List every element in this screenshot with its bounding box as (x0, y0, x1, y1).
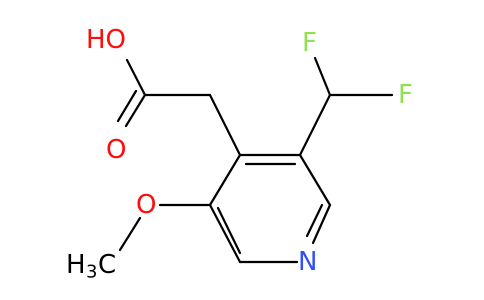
bond-c3-chf2 (298, 93, 332, 157)
ring-nitrogen-label: N (298, 247, 317, 277)
bond-c4-ch2 (208, 93, 242, 157)
fluorine-upper-label: F (302, 28, 317, 58)
methyl-subscript-label: 3 (86, 262, 97, 283)
bond-cooh-o-double-b (116, 89, 138, 123)
bond-c6-c5-inner (216, 206, 242, 255)
bond-cooh-o-double-a (124, 93, 147, 128)
fluorine-right-label: F (398, 80, 413, 110)
bond-c5-c4 (208, 153, 242, 207)
hydroxyl-label: HO (86, 25, 126, 55)
carbonyl-oxygen-label: O (106, 135, 126, 165)
methyl-h-label: H (66, 250, 86, 280)
bond-c2-n-inner (305, 203, 324, 238)
bond-c3-c2 (298, 153, 332, 207)
bond-o-methyl (118, 216, 142, 252)
bond-chf2-f-upper (313, 56, 332, 97)
methyl-c-label: C (98, 250, 116, 280)
bond-cooh-oh (125, 58, 147, 97)
bond-c2-n (311, 203, 332, 245)
bond-c6-c5 (208, 203, 242, 264)
methoxy-oxygen-label: O (136, 190, 156, 220)
